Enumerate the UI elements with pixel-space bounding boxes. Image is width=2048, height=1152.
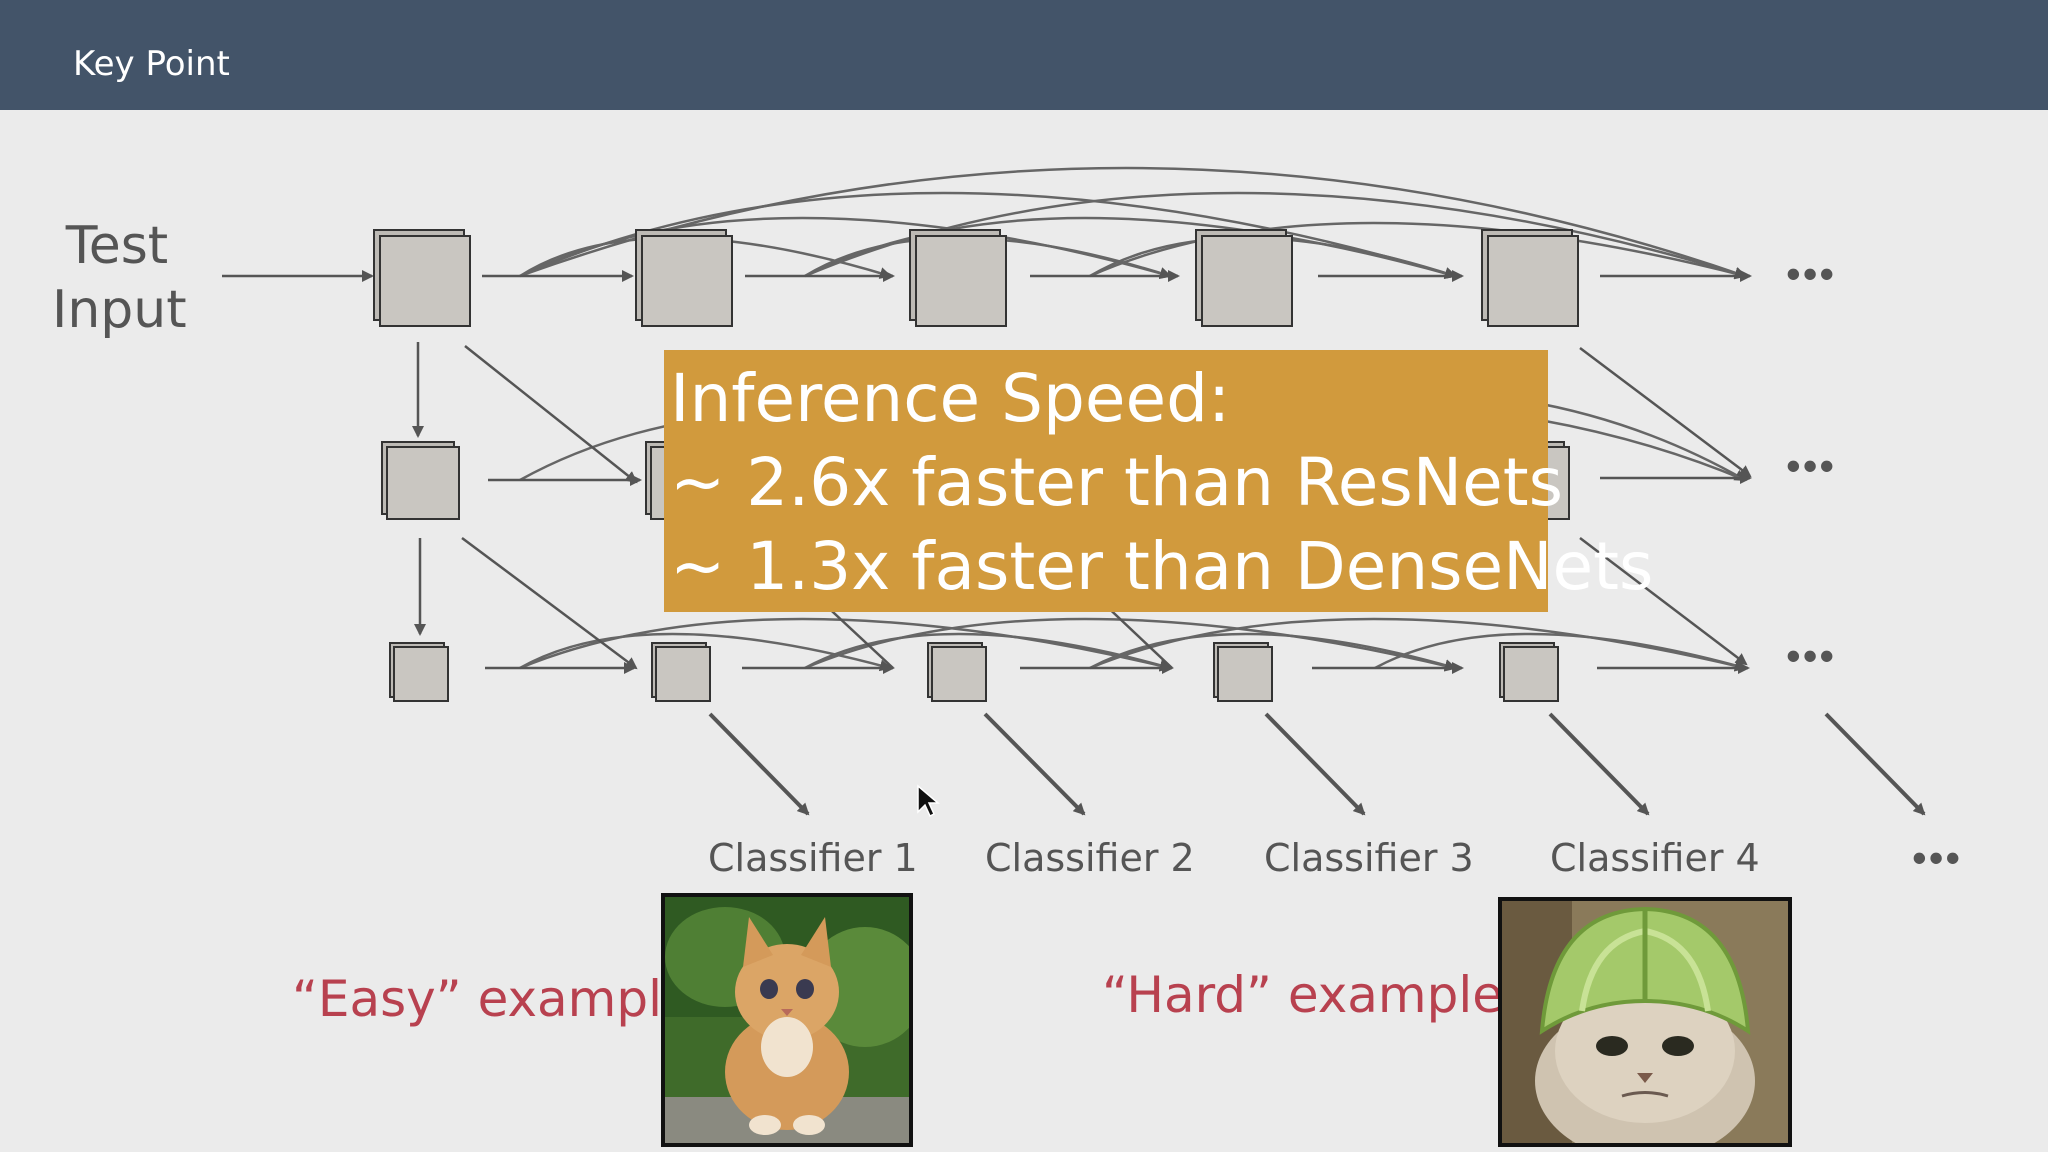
node-r3-c4 (1213, 642, 1273, 702)
test-input-label-line1: Test (65, 216, 169, 276)
hard-example-cat-helmet-image (1498, 897, 1792, 1147)
horizontal-connections (222, 270, 1752, 674)
classifier-2-label: Classifier 2 (985, 836, 1195, 880)
banner-densenet-comparison: ~ 1.3x faster than DenseNets (670, 528, 1654, 605)
node-r3-c3 (927, 642, 987, 702)
row3-dense-arcs (519, 617, 1747, 672)
node-r2-c1 (381, 441, 460, 520)
classifier-arrows (708, 712, 1926, 816)
hard-examples-label: “Hard” examples (1102, 966, 1530, 1024)
row3-nodes (389, 642, 1559, 702)
slide-header: Key Point (0, 0, 2048, 110)
node-r3-c5 (1499, 642, 1559, 702)
node-r3-c1 (389, 642, 449, 702)
easy-examples-label: “Easy” examples (292, 970, 719, 1028)
row2-ellipsis: ••• (1786, 442, 1837, 489)
node-r3-c2 (651, 642, 711, 702)
node-r1-c3 (909, 229, 1007, 327)
classifier-3-label: Classifier 3 (1264, 836, 1474, 880)
classifier-ellipsis: ••• (1912, 834, 1963, 881)
node-r1-c1 (373, 229, 471, 327)
banner-resnet-comparison: ~ 2.6x faster than ResNets (670, 444, 1564, 521)
row1-nodes (373, 229, 1579, 327)
mouse-cursor-icon (917, 784, 941, 818)
downscale-connections (412, 342, 1752, 670)
easy-example-kitten-image (661, 893, 913, 1147)
test-input-label-line2: Input (52, 280, 187, 340)
row1-ellipsis: ••• (1786, 250, 1837, 297)
row3-ellipsis: ••• (1786, 632, 1837, 679)
node-r1-c5 (1481, 229, 1579, 327)
node-r1-c4 (1195, 229, 1293, 327)
banner-heading: Inference Speed: (670, 360, 1231, 437)
slide-title: Key Point (73, 44, 230, 84)
node-r1-c2 (635, 229, 733, 327)
classifier-4-label: Classifier 4 (1550, 836, 1760, 880)
inference-speed-banner (664, 350, 1548, 612)
classifier-1-label: Classifier 1 (708, 836, 918, 880)
